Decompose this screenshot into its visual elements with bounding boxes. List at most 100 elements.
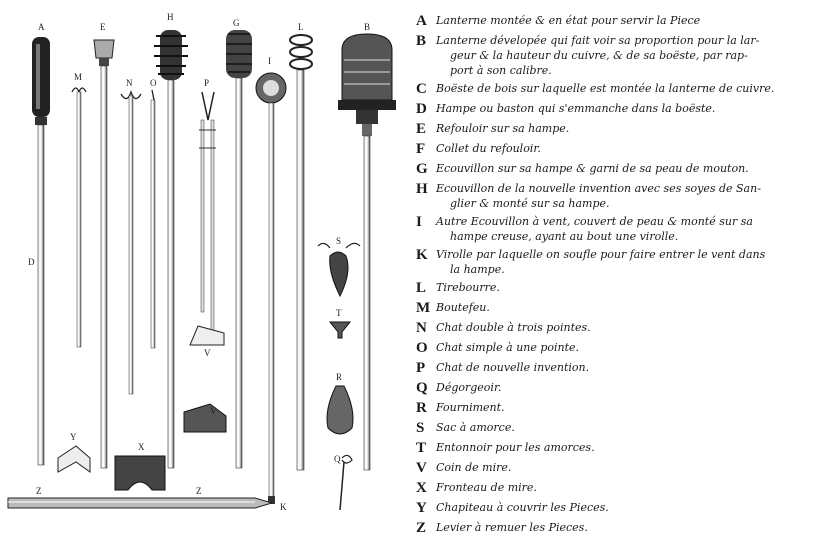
tool-G-ecouvillon-mouton [226,30,252,469]
legend-text: Collet du refouloir. [436,142,541,155]
legend-entry: B Lanterne dévelopée qui fait voir sa pro… [416,33,828,63]
legend-description: Coin de mire. [436,460,828,475]
legend: A Lanterne montée & en état pour servir l… [416,10,828,537]
legend-text-continued: hampe creuse, ayant au bout une virolle. [450,230,679,243]
tool-A-lanterne-montee [32,37,50,466]
plate-label-R: R [336,372,342,382]
tool-H-ecouvillon-soyes [154,30,188,469]
legend-text: Entonnoir pour les amorces. [436,441,595,454]
legend-letter: R [416,400,427,416]
legend-description: Autre Ecouvillon à vent, couvert de peau… [436,214,828,244]
legend-text-continued: geur & la hauteur du cuivre, & de sa boë… [450,49,748,62]
legend-text: Fourniment. [436,401,505,414]
legend-letter: Q [416,380,428,396]
legend-letter: N [416,320,427,336]
legend-text-continued: port à son calibre. [450,64,552,77]
plate-label-E: E [100,22,106,32]
plate-label-V2: V [210,406,217,416]
legend-text: Dégorgeoir. [436,381,502,394]
plate-label-L: L [298,22,304,32]
legend-text: Lanterne dévelopée qui fait voir sa prop… [436,34,760,47]
plate-label-H: H [167,12,174,22]
legend-letter: V [416,460,427,476]
legend-text: Boëste de bois sur laquelle est montée l… [436,82,775,95]
legend-text: Boutefeu. [436,301,490,314]
legend-letter: G [416,161,428,177]
legend-description: Chat double à trois pointes. [436,320,828,335]
legend-text: Chapiteau à couvrir les Pieces. [436,501,609,514]
legend-entry: E Refouloir sur sa hampe. [416,121,828,138]
tool-M-boutefeu [71,87,87,348]
plate-label-T: T [336,308,342,318]
tool-X-fronteau [114,455,166,491]
legend-letter: Y [416,500,427,516]
legend-letter: A [416,13,427,29]
legend-description: Collet du refouloir. [436,141,828,156]
tool-S-sac-a-amorce [317,242,361,298]
legend-description: Tirebourre. [436,280,828,295]
legend-text: Chat double à trois pointes. [436,321,591,334]
legend-entry: R Fourniment. [416,400,828,417]
legend-entry: N Chat double à trois pointes. [416,320,828,337]
legend-description: Ecouvillon sur sa hampe & garni de sa pe… [436,161,828,176]
legend-description: Boutefeu. [436,300,828,315]
legend-description: Virolle par laquelle on soufle pour fair… [436,247,828,277]
plate-label-Z1: Z [36,486,42,496]
legend-letter: H [416,181,428,197]
plate-label-N: N [126,78,133,88]
legend-entry: Y Chapiteau à couvrir les Pieces. [416,500,828,517]
legend-text-continued: la hampe. [450,263,505,276]
tool-R-fourniment [326,385,354,435]
legend-text: Refouloir sur sa hampe. [436,122,570,135]
legend-text: Ecouvillon de la nouvelle invention avec… [436,182,761,195]
plate-label-Z2: Z [196,486,202,496]
tool-Y-chapiteau [57,445,91,473]
plate-label-Q: Q [334,454,341,464]
legend-entry: P Chat de nouvelle invention. [416,360,828,377]
legend-letter: B [416,33,427,49]
legend-description: Chat de nouvelle invention. [436,360,828,375]
legend-letter: S [416,420,425,436]
legend-text: Virolle par laquelle on soufle pour fair… [436,248,766,261]
legend-entry: G Ecouvillon sur sa hampe & garni de sa p… [416,161,828,178]
tool-I-ecouvillon-a-vent [255,72,287,504]
legend-text: Coin de mire. [436,461,512,474]
legend-description: Lanterne montée & en état pour servir la… [436,13,828,28]
legend-letter: K [416,247,428,263]
plate-label-M: M [74,72,82,82]
legend-text: Ecouvillon sur sa hampe & garni de sa pe… [436,162,749,175]
tool-P-chat-nouvelle [199,91,216,331]
legend-letter: C [416,81,427,97]
plate-label-S: S [336,236,341,246]
legend-letter: X [416,480,427,496]
legend-entry: Q Dégorgeoir. [416,380,828,397]
legend-text: Chat simple à une pointe. [436,341,580,354]
tool-T-entonnoir [328,321,352,339]
legend-description: Dégorgeoir. [436,380,828,395]
legend-entry: C Boëste de bois sur laquelle est montée … [416,81,828,98]
legend-letter: P [416,360,426,376]
legend-description: Entonnoir pour les amorces. [436,440,828,455]
legend-description: Hampe ou baston qui s'emmanche dans la b… [436,101,828,116]
legend-text: Chat de nouvelle invention. [436,361,590,374]
legend-description: Levier à remuer les Pieces. [436,520,828,535]
tool-Q-degorgeoir [339,454,353,511]
legend-text: Tirebourre. [436,281,500,294]
plate-label-P: P [204,78,209,88]
legend-entry: port à son calibre. [416,63,828,78]
legend-text: Levier à remuer les Pieces. [436,521,588,534]
plate-label-C: C [370,98,376,108]
legend-description: Ecouvillon de la nouvelle invention avec… [436,181,828,211]
plate-label-K: K [280,502,287,512]
tool-V-coin-de-mire [183,325,227,433]
legend-letter: E [416,121,427,137]
legend-description: Refouloir sur sa hampe. [436,121,828,136]
